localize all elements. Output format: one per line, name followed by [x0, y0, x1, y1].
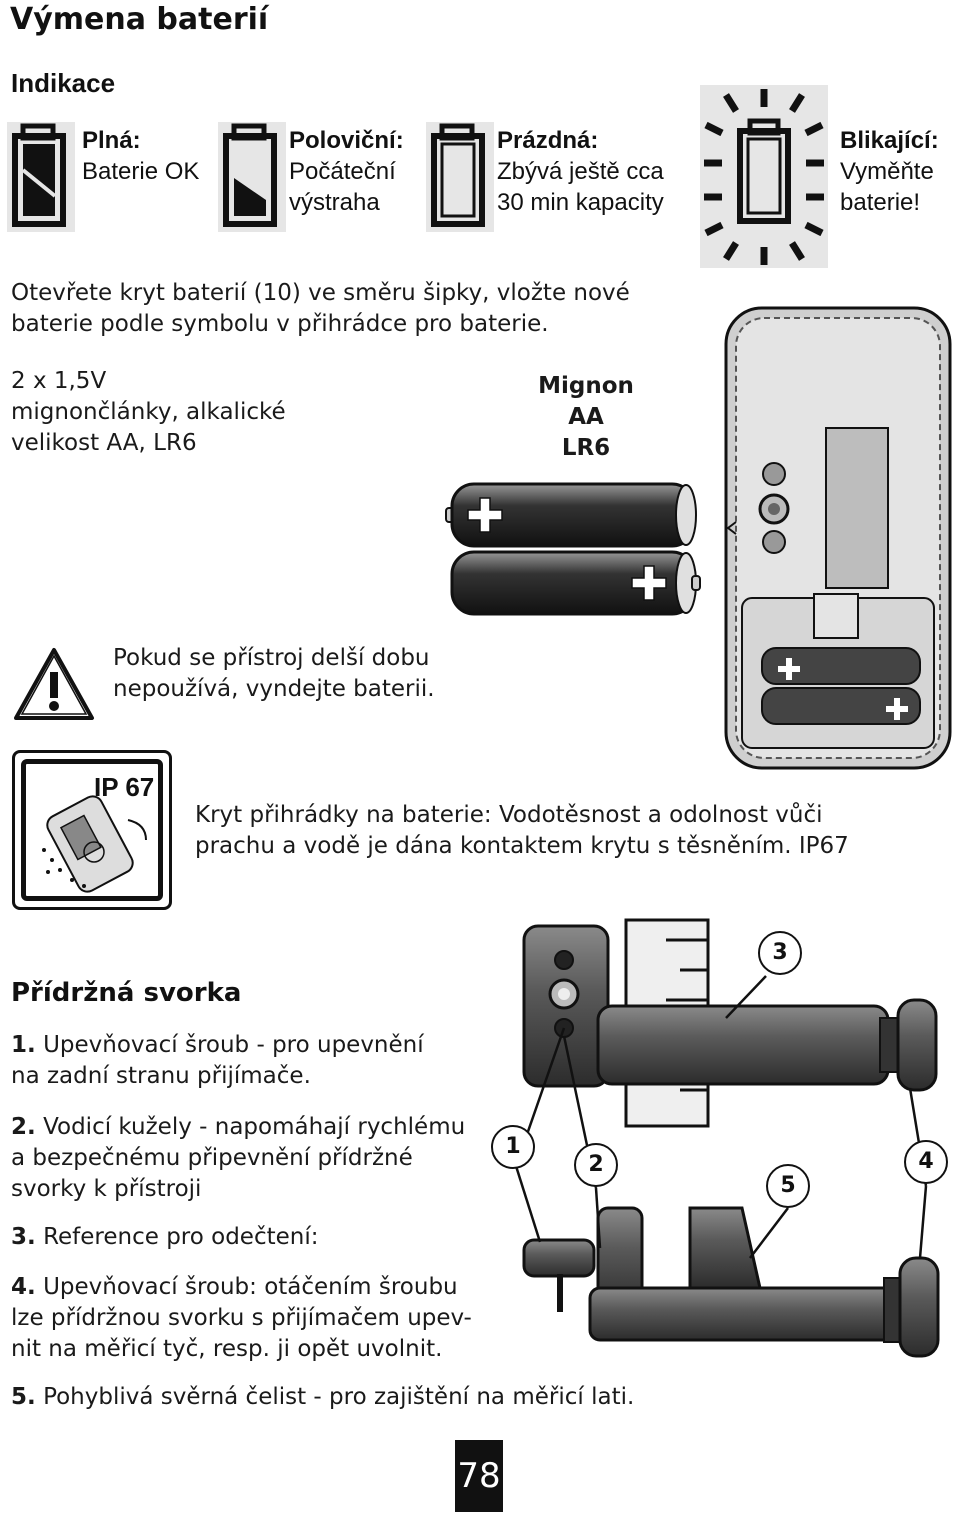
clamp-item-1: 1. Upevňovací šroub - pro upevnění na za… — [11, 1032, 424, 1089]
ip67-badge: IP 67 — [12, 750, 172, 910]
callout-3: 3 — [758, 931, 802, 975]
page-title: Výmena baterií — [10, 2, 269, 37]
ip67-text: Kryt přihrádky na baterie: Vodotěsnost a… — [195, 802, 849, 859]
page-number: 78 — [455, 1440, 503, 1512]
clamp-item-5: 5. Pohyblivá svěrná čelist - pro zajiště… — [11, 1384, 635, 1410]
indicator-blinking: Blikající: Vyměňte baterie! — [840, 127, 939, 216]
clamp-heading: Přídržná svorka — [11, 978, 242, 1008]
warning-text: Pokud se přístroj delší dobu nepoužívá, … — [113, 645, 435, 702]
battery-instruction: Otevřete kryt baterií (10) ve směru šipk… — [11, 280, 630, 337]
callout-5: 5 — [766, 1164, 810, 1208]
aa-batteries-illustration — [445, 482, 701, 616]
indication-heading: Indikace — [11, 68, 116, 98]
battery-type: Mignon AA LR6 — [538, 373, 634, 461]
indicator-empty: Prázdná: Zbývá ještě cca 30 min kapacity — [497, 127, 664, 216]
battery-half-icon — [218, 122, 286, 232]
battery-spec: 2 x 1,5V mignončlánky, alkalické velikos… — [11, 368, 286, 456]
device-water-icon — [42, 795, 147, 893]
battery-empty-icon — [426, 122, 494, 232]
indicator-full: Plná: Baterie OK — [82, 127, 200, 185]
warning-icon — [14, 648, 94, 720]
indicator-half: Poloviční: Počáteční výstraha — [289, 127, 404, 216]
clamp-item-2: 2. Vodicí kužely - napomáhají rychlému a… — [11, 1114, 466, 1202]
clamp-item-4: 4. Upevňovací šroub: otáčením šroubu lze… — [11, 1274, 472, 1362]
clamp-item-3: 3. Reference pro odečtení: — [11, 1224, 319, 1250]
battery-blinking-icon — [700, 85, 828, 268]
clamp-illustration — [514, 918, 940, 1358]
battery-full-icon — [7, 122, 75, 232]
receiver-back-illustration — [724, 306, 952, 770]
callout-4: 4 — [904, 1140, 948, 1184]
callout-1: 1 — [491, 1125, 535, 1169]
callout-2: 2 — [574, 1143, 618, 1187]
